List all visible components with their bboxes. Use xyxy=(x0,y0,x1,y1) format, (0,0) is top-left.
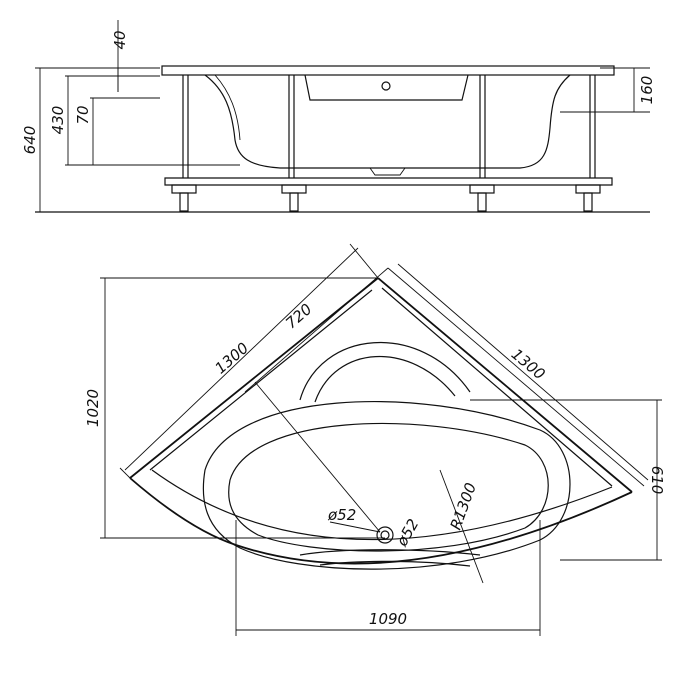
top-view: 1300 720 1300 1020 610 1090 R1300 ø52 ø5… xyxy=(84,243,666,636)
dim-70: 70 xyxy=(74,105,92,124)
headrest-outer xyxy=(299,341,471,401)
dim-drain-b: ø52 xyxy=(392,516,422,550)
dim-160: 160 xyxy=(638,76,656,105)
drain-outer xyxy=(376,526,394,544)
basin-outer xyxy=(202,401,571,570)
tub-body xyxy=(204,74,571,169)
drain-inner xyxy=(380,530,390,540)
feet xyxy=(171,184,601,212)
overflow-recess xyxy=(304,74,469,101)
dim-line-1300-left xyxy=(124,247,359,471)
dim-line-1300-right xyxy=(387,267,645,487)
dim-430: 430 xyxy=(49,106,67,135)
dim-drain-a: ø52 xyxy=(327,506,356,524)
tub-rim xyxy=(161,65,615,76)
leader-radius xyxy=(439,469,484,584)
leader-drain xyxy=(254,381,381,533)
dim-radius: R1300 xyxy=(447,480,481,532)
outer-front-arc xyxy=(129,477,633,565)
dim-720: 720 xyxy=(282,300,315,332)
headrest-inner xyxy=(314,355,456,403)
dim-line-720 xyxy=(244,267,389,393)
dim-40: 40 xyxy=(111,30,129,49)
side-view: 40 430 70 640 160 xyxy=(21,20,656,213)
basin-inner xyxy=(228,422,549,552)
dim-1300-left: 1300 xyxy=(211,339,252,378)
dim-640: 640 xyxy=(21,126,39,155)
outer-sides xyxy=(129,277,633,493)
overflow-hole xyxy=(381,81,391,91)
base-frame xyxy=(164,177,613,186)
dim-1090: 1090 xyxy=(369,610,407,628)
dim-1020: 1020 xyxy=(84,389,102,427)
dim-610: 610 xyxy=(648,466,666,495)
